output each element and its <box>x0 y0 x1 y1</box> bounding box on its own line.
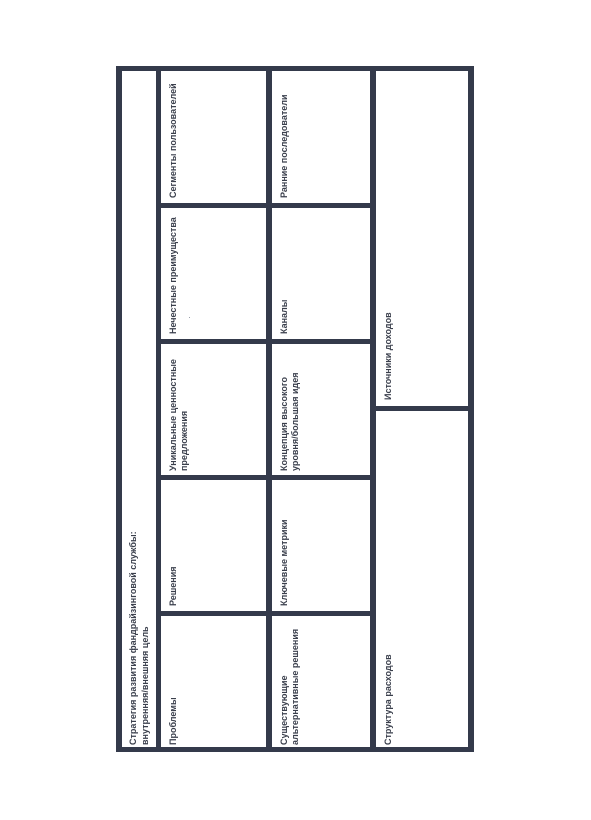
divider-row-2 <box>156 339 376 344</box>
cell-label-unique-value-line1: Уникальные ценностные <box>168 359 178 471</box>
cell-label-cost-structure: Структура расходов <box>383 654 393 745</box>
divider-middle-column <box>266 66 272 752</box>
canvas-subtitle: внутренняя/внешняя цель <box>140 626 150 745</box>
cell-label-early-adopters: Ранние последователи <box>279 94 289 198</box>
frame-bottom-border <box>116 747 474 752</box>
cell-label-solutions: Решения <box>168 566 178 606</box>
frame-top-border <box>116 66 474 71</box>
cell-label-unfair-advantage: Нечестные преимущества <box>168 217 178 334</box>
canvas-title: Стратегия развития фандрайзинговой служб… <box>128 531 138 745</box>
divider-row-3 <box>156 475 376 480</box>
cell-label-high-level-concept-line2: уровня/большая идея <box>290 372 300 471</box>
cell-label-revenue-streams: Источники доходов <box>383 312 393 400</box>
divider-revenue-cost <box>370 406 474 411</box>
stray-mark <box>189 317 190 318</box>
frame-left-border <box>116 66 122 752</box>
cell-label-problems: Проблемы <box>168 697 178 745</box>
cell-label-channels: Каналы <box>279 299 289 334</box>
cell-label-customer-segments: Сегменты пользователей <box>168 83 178 198</box>
cell-label-key-metrics: Ключевые метрики <box>279 519 289 606</box>
cell-label-existing-alternatives-line2: альтернативные решения <box>290 628 300 745</box>
cell-label-unique-value-line2: предложения <box>179 410 189 471</box>
divider-row-4 <box>156 611 376 616</box>
divider-row-1 <box>156 203 376 208</box>
divider-title-column <box>156 66 161 752</box>
cell-label-high-level-concept-line1: Концепция высокого <box>279 377 289 471</box>
cell-label-existing-alternatives-line1: Существующие <box>279 675 289 745</box>
